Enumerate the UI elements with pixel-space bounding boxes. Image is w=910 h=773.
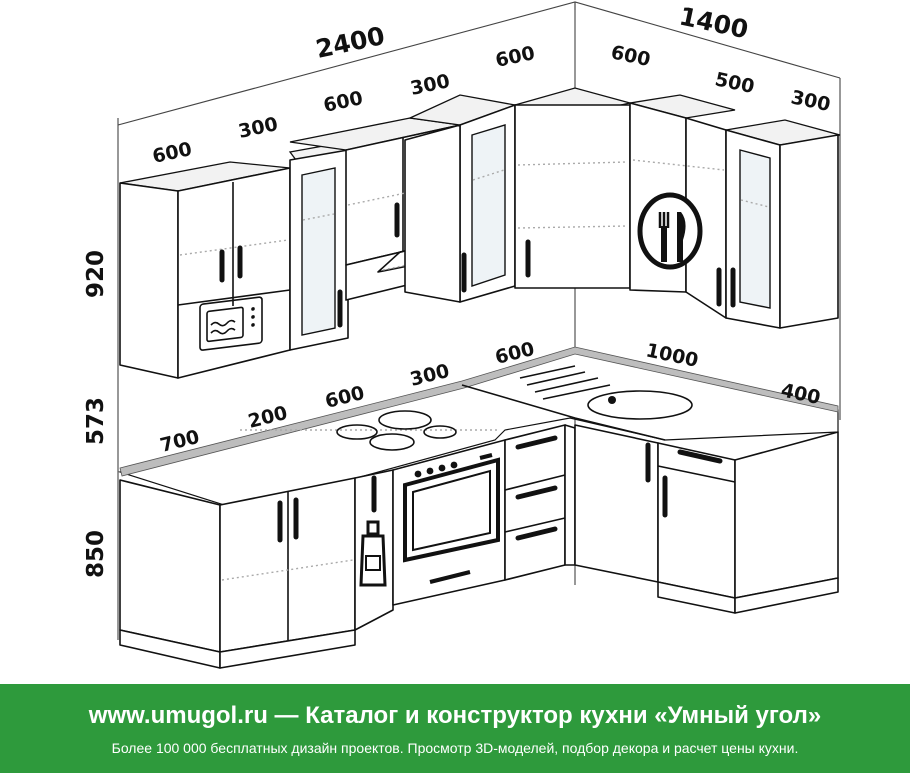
dim-upper-600-b: 600 xyxy=(321,87,364,117)
dim-side-600: 600 xyxy=(609,41,652,71)
base-cabinet-corner xyxy=(564,424,659,583)
base-cabinet-left xyxy=(119,477,356,669)
dim-side-total: 1400 xyxy=(677,2,751,45)
upper-cabinet-corner-glass xyxy=(404,94,518,303)
base-cabinet-drawers xyxy=(504,424,566,581)
dim-upper-600-c: 600 xyxy=(493,42,536,72)
dim-upper-600-a: 600 xyxy=(150,138,193,168)
upper-cabinet-glass-narrow xyxy=(288,142,350,351)
upper-cabinet-double-microwave xyxy=(119,161,291,379)
dimension-lines xyxy=(117,2,576,125)
upper-cabinet-glass-right xyxy=(725,119,841,329)
plate-fork-knife-icon xyxy=(637,192,703,270)
worktop xyxy=(117,346,839,511)
sink-icon xyxy=(587,390,693,420)
base-cabinet-right xyxy=(657,431,839,614)
dim-height-base: 850 xyxy=(83,530,109,578)
upper-corner-cabinet xyxy=(514,87,631,289)
hob-icon xyxy=(336,410,457,451)
drain-board-icon xyxy=(519,365,611,400)
dim-height-upper: 920 xyxy=(83,250,109,298)
dim-upper-total: 2400 xyxy=(313,21,387,64)
footer-banner: www.umugol.ru — Каталог и конструктор ку… xyxy=(0,684,910,773)
dim-upper-300-b: 300 xyxy=(408,70,451,100)
footer-subtitle: Более 100 000 бесплатных дизайн проектов… xyxy=(111,740,799,756)
dim-side-500: 500 xyxy=(713,68,756,98)
dim-side-300: 300 xyxy=(789,86,832,116)
base-cabinet-bottle xyxy=(354,469,394,631)
bottle-icon xyxy=(359,520,387,587)
footer-title[interactable]: www.umugol.ru — Каталог и конструктор ку… xyxy=(88,702,822,729)
dim-upper-300-a: 300 xyxy=(236,113,279,143)
microwave-icon xyxy=(199,296,263,351)
dim-height-gap: 573 xyxy=(83,397,109,445)
kitchen-diagram: 2400 600 300 600 300 600 1400 600 500 30… xyxy=(83,1,841,669)
base-cabinet-oven xyxy=(392,439,506,606)
upper-cabinet-plate xyxy=(629,94,736,319)
oven-icon xyxy=(403,453,500,584)
